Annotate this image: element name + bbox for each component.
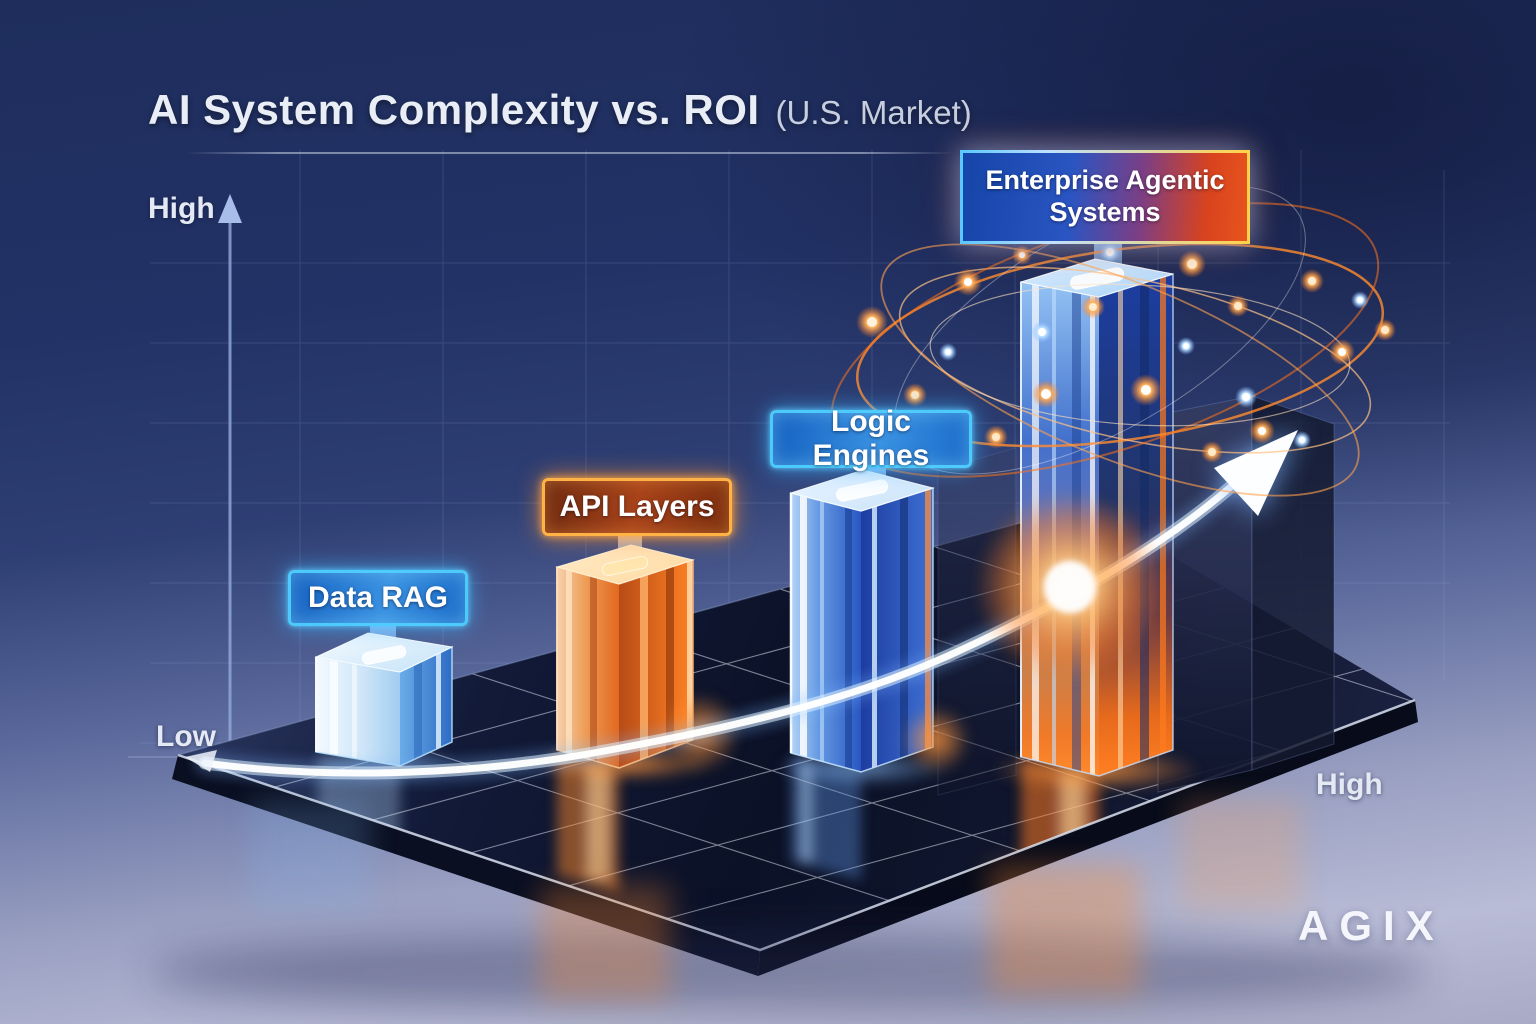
trend-arrow-tail (185, 750, 217, 772)
y-axis-arrowhead (218, 194, 242, 223)
x-axis-high-label: High (1316, 768, 1383, 801)
bar-label-text: Enterprise Agentic Systems (985, 165, 1225, 227)
bar-label-text: Logic Engines (812, 405, 930, 472)
bar-label-text: API Layers (559, 490, 715, 523)
bar-top-slot (601, 555, 649, 577)
y-axis-low-label: Low (156, 720, 216, 753)
bar-data-rag (314, 632, 454, 767)
bar-label-enterprise-agentic: Enterprise Agentic Systems (960, 150, 1250, 244)
y-axis-high-label: High (148, 192, 215, 225)
bar-label-logic-engines: Logic Engines (770, 405, 972, 472)
title-separator (185, 152, 955, 154)
floor-reflections (150, 800, 1430, 1014)
bar-top-slot (836, 479, 889, 502)
bar-label-api-layers: API Layers (542, 478, 732, 536)
chart-title: AI System Complexity vs. ROI (148, 86, 760, 133)
bar-top-slot (361, 645, 407, 665)
chart-title-row: AI System Complexity vs. ROI (U.S. Marke… (148, 86, 972, 134)
chart-subtitle: (U.S. Market) (775, 94, 972, 131)
bar-label-data-rag: Data RAG (288, 570, 468, 626)
network-nodes (856, 241, 1396, 463)
bar-label-text: Data RAG (307, 581, 449, 614)
brand-wordmark: AGIX (1298, 902, 1445, 949)
